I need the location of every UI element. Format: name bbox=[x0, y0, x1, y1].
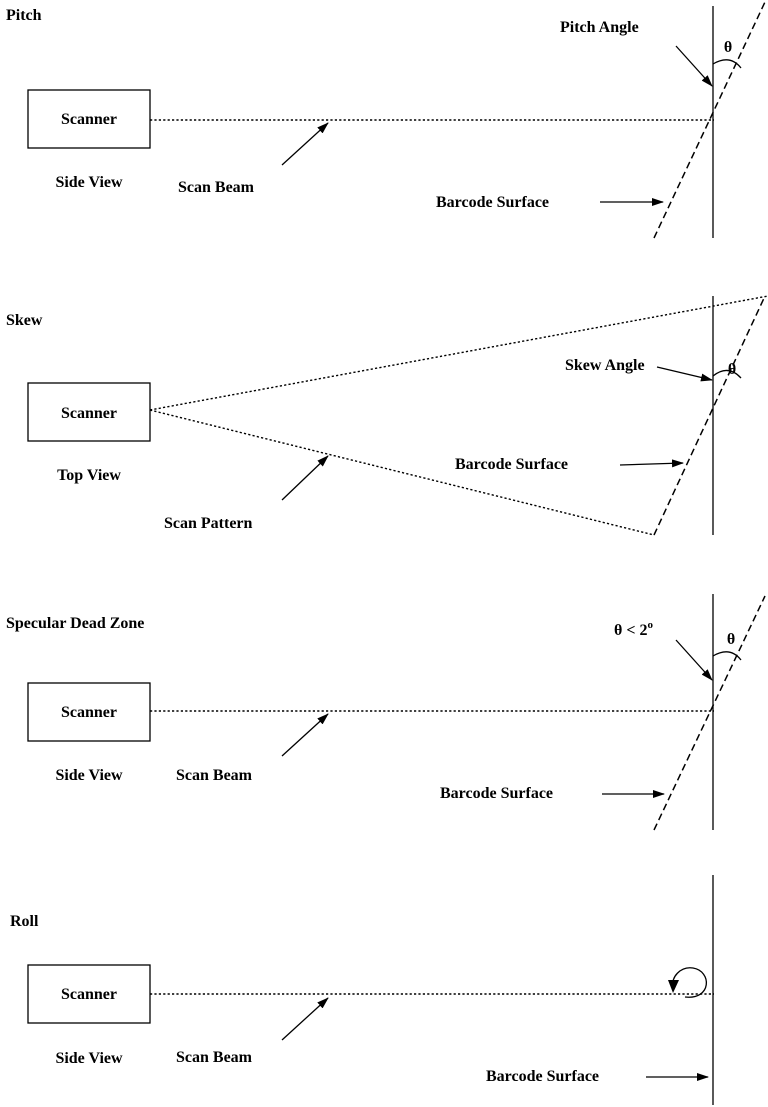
pitch-angle-arc bbox=[712, 59, 742, 69]
roll-surface-label: Barcode Surface bbox=[486, 1068, 599, 1085]
roll-scanner-label: Scanner bbox=[61, 986, 117, 1003]
skew-scan-upper bbox=[149, 295, 768, 411]
skew-angle-arc bbox=[712, 369, 742, 379]
skew-barcode-surface bbox=[653, 295, 766, 536]
skew-surface-label: Barcode Surface bbox=[455, 456, 568, 473]
skew-pattern-label: Scan Pattern bbox=[164, 515, 253, 532]
skew-title: Skew bbox=[6, 312, 43, 329]
specular-angle-arrow bbox=[675, 639, 713, 681]
pitch-scanner-box bbox=[27, 89, 151, 149]
specular-view-label: Side View bbox=[55, 767, 123, 784]
specular-surface-label: Barcode Surface bbox=[440, 785, 553, 802]
pitch-surface-label: Barcode Surface bbox=[436, 194, 549, 211]
specular-theta: θ bbox=[727, 631, 735, 648]
specular-title: Specular Dead Zone bbox=[6, 615, 144, 632]
pitch-scanner-label: Scanner bbox=[61, 111, 117, 128]
skew-panel: Skew Scanner Top View Scan Pattern Skew … bbox=[6, 295, 768, 536]
skew-view-label: Top View bbox=[57, 467, 121, 484]
specular-panel: Specular Dead Zone Scanner Side View Sca… bbox=[6, 594, 766, 831]
roll-view-label: Side View bbox=[55, 1050, 123, 1067]
pitch-beam-arrow bbox=[281, 122, 329, 166]
specular-barcode-surface bbox=[653, 595, 766, 831]
roll-rotation-arrow bbox=[672, 967, 708, 998]
roll-title: Roll bbox=[10, 913, 39, 930]
skew-scanner-box bbox=[27, 382, 151, 442]
pitch-beam-label: Scan Beam bbox=[178, 179, 255, 196]
specular-angle-label: θ < 2o bbox=[614, 619, 653, 639]
roll-beam-arrow bbox=[281, 997, 329, 1041]
specular-beam-arrow bbox=[281, 713, 329, 757]
specular-scanner-label: Scanner bbox=[61, 704, 117, 721]
specular-beam-label: Scan Beam bbox=[176, 767, 253, 784]
skew-angle-label: Skew Angle bbox=[565, 357, 645, 374]
skew-theta: θ bbox=[728, 361, 736, 378]
skew-pattern-arrow bbox=[281, 455, 329, 501]
specular-angle-arc bbox=[712, 651, 742, 661]
roll-rotation-arrowhead bbox=[668, 980, 679, 993]
specular-scanner-box bbox=[27, 682, 151, 742]
roll-beam-label: Scan Beam bbox=[176, 1049, 253, 1066]
skew-scanner-label: Scanner bbox=[61, 405, 117, 422]
pitch-theta: θ bbox=[724, 39, 732, 56]
skew-surface-arrow bbox=[619, 459, 684, 468]
skew-angle-arrow bbox=[656, 366, 713, 382]
skew-scan-lower bbox=[149, 409, 655, 536]
roll-panel: Roll Scanner Side View Scan Beam Barcode… bbox=[10, 875, 714, 1105]
pitch-panel: Pitch Scanner Side View Scan Beam Pitch … bbox=[6, 1, 766, 239]
pitch-view-label: Side View bbox=[55, 174, 123, 191]
pitch-angle-arrow bbox=[675, 45, 713, 87]
pitch-title: Pitch bbox=[6, 7, 42, 24]
pitch-angle-label: Pitch Angle bbox=[560, 19, 639, 36]
